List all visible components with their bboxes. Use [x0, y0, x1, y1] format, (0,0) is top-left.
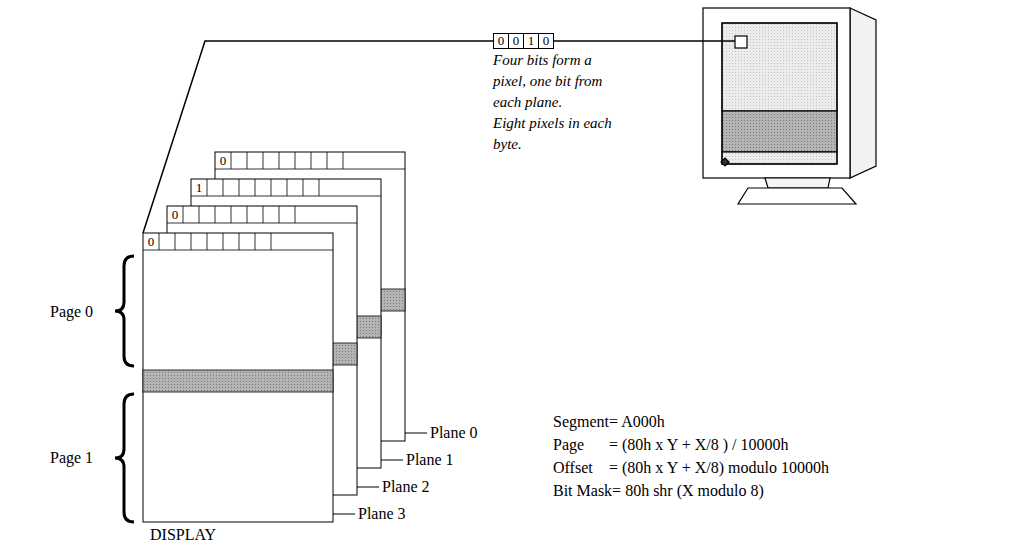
bit-value: 1 — [191, 179, 207, 196]
page-label: Page 1 — [50, 449, 93, 467]
note-text: Eight pixels in each byte. — [493, 113, 627, 155]
leader-line — [381, 460, 403, 461]
formula-term: Page — [553, 436, 584, 454]
bit-value: 0 — [143, 233, 159, 250]
bit-value: 0 — [215, 152, 231, 169]
leader-line — [333, 514, 355, 515]
page-brace — [115, 256, 134, 366]
pixel-bits-box: 0010 — [493, 33, 554, 49]
memory-plane — [143, 233, 355, 522]
pixel-wire — [554, 40, 735, 42]
plane-label: Plane 1 — [406, 451, 454, 469]
plane-label: Plane 3 — [358, 505, 406, 523]
bit-value: 0 — [538, 34, 553, 48]
plane-label: Plane 0 — [430, 424, 478, 442]
note-text: Four bits form a pixel, one bit from eac… — [493, 50, 627, 113]
memory-planes — [143, 152, 427, 522]
formula-text: Bit Mask= 80h shr (X modulo 8) — [553, 482, 764, 500]
leader-line — [405, 433, 427, 434]
formula-text: Segment= A000h — [553, 413, 665, 431]
page-brace — [115, 394, 134, 522]
bit-value: 0 — [494, 34, 508, 48]
bit-value: 0 — [508, 34, 523, 48]
bit-value: 0 — [167, 206, 183, 223]
monitor — [703, 8, 876, 204]
formula-text: = (80h x Y + X/8 ) / 10000h — [609, 436, 789, 454]
formula-text: = (80h x Y + X/8) modulo 10000h — [609, 459, 829, 477]
display-label: DISPLAY — [150, 526, 216, 544]
page-label: Page 0 — [50, 303, 93, 321]
bit-value: 1 — [523, 34, 538, 48]
pixel-wire — [143, 41, 493, 233]
formula-term: Offset — [553, 459, 593, 477]
plane-label: Plane 2 — [382, 478, 430, 496]
leader-line — [357, 487, 379, 488]
